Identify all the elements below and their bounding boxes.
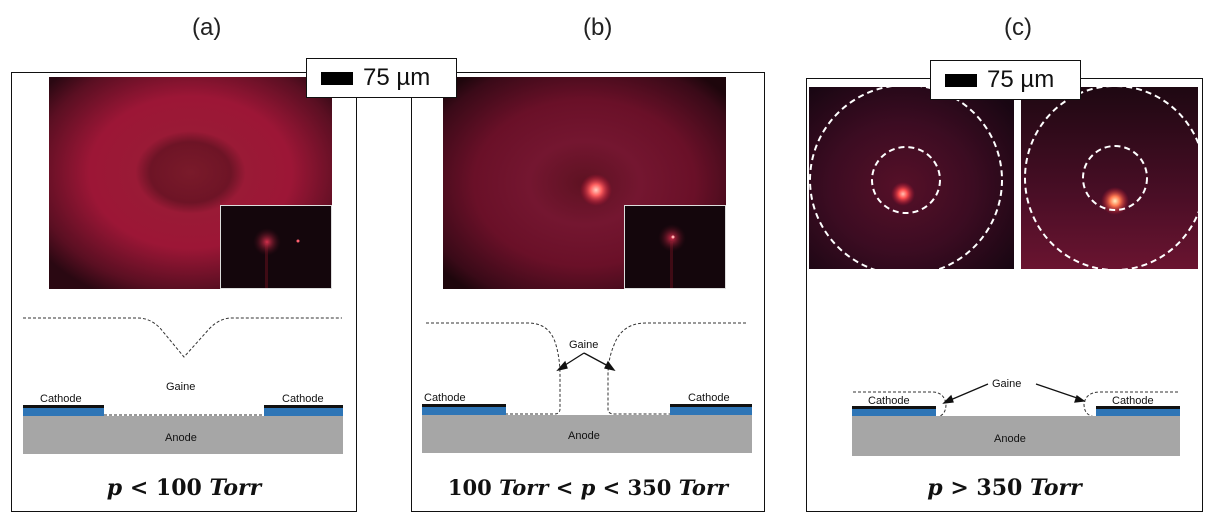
panel-a-photo	[49, 77, 332, 289]
scale-bar-box-ab: 75 µm	[306, 58, 457, 98]
panel-c-anode	[852, 416, 1180, 456]
panel-b-sheath-line-right	[607, 322, 746, 415]
scale-bar-label: 75 µm	[987, 66, 1055, 93]
panel-c-right-outer-circle	[1024, 87, 1198, 269]
panel-c-photo-right-image	[1021, 87, 1198, 269]
panel-c-right-inner-circle	[1082, 145, 1148, 211]
panel-c-left-inner-circle	[871, 146, 941, 214]
panel-a-inset	[220, 205, 332, 289]
panel-b-condition: 100 Torr < p < 350 Torr	[447, 475, 729, 500]
panel-c-cathode-left-blue	[852, 409, 936, 416]
panel-b-cathode-left-blue	[422, 407, 506, 415]
panel-a-anode	[23, 416, 343, 454]
panel-label-b: (b)	[583, 14, 613, 41]
panel-c-anode-label: Anode	[994, 433, 1026, 445]
panel-a-anode-label: Anode	[165, 432, 197, 444]
panel-b-sheath-line-left	[426, 322, 561, 415]
panel-a-cathode-right-label: Cathode	[282, 393, 324, 405]
panel-a-sheath-line	[23, 317, 342, 358]
panel-b-anode	[422, 415, 752, 453]
panel-c-photo-left-image	[809, 87, 1014, 269]
panel-a-sheath-label: Gaine	[166, 381, 195, 393]
panel-label-a: (a)	[192, 14, 222, 41]
panel-c-cathode-right-label: Cathode	[1112, 395, 1154, 407]
panel-a-cathode-left-blue	[23, 408, 104, 416]
panel-label-c: (c)	[1004, 14, 1032, 41]
panel-c-cathode-right-blue	[1096, 409, 1180, 416]
panel-c-left-outer-circle	[809, 87, 1003, 269]
panel-a-cathode-right-blue	[264, 408, 343, 416]
scale-bar	[321, 71, 353, 85]
panel-a-cathode-left-label: Cathode	[40, 393, 82, 405]
panel-b-sheath-label: Gaine	[569, 339, 598, 351]
panel-b-diagram: Cathode Cathode Gaine Anode	[422, 322, 752, 453]
panel-a-diagram: Cathode Cathode Gaine Anode	[23, 317, 343, 454]
panel-c-photo-right	[1021, 87, 1198, 269]
panel-b-cathode-right-blue	[670, 407, 752, 415]
panel-b-cathode-left-label: Cathode	[424, 392, 466, 404]
panel-b-sheath-arrows	[556, 352, 616, 372]
panel-c-cathode-left-label: Cathode	[868, 395, 910, 407]
panel-b-photo-image	[443, 77, 726, 289]
panel-b-inset	[624, 205, 726, 289]
panel-c-photo-left	[809, 87, 1014, 269]
scale-bar	[945, 73, 977, 87]
panel-b-inset-image	[658, 224, 686, 288]
scale-bar-label: 75 µm	[363, 64, 431, 91]
panel-c-sheath-label: Gaine	[992, 378, 1021, 390]
scale-bar-box-c: 75 µm	[930, 60, 1081, 100]
panel-b-cathode-right-label: Cathode	[688, 392, 730, 404]
panel-a-inset-image	[253, 228, 300, 288]
panel-a-condition: p < 100 Torr	[106, 475, 262, 501]
panel-b-anode-label: Anode	[568, 430, 600, 442]
panel-c-condition: p > 350 Torr	[927, 475, 1082, 501]
panel-c-sheath-arrows	[942, 383, 1086, 404]
panel-b-photo	[443, 77, 726, 289]
panel-c-diagram: Cathode Cathode Gaine Anode	[852, 378, 1180, 456]
